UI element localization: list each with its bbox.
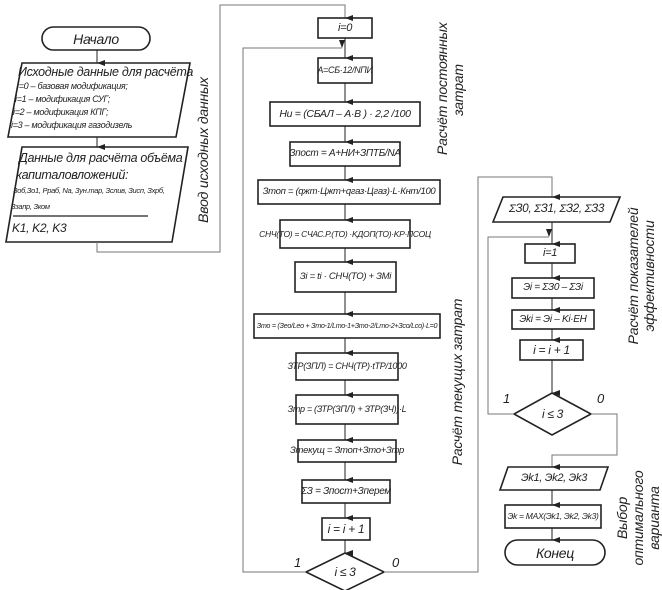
formula-zto: Зто = (Зео/Lео + Зто-1/Lто-1+Зто-2/Lто-2… — [256, 321, 438, 331]
increment-i-right: i = i + 1 — [533, 343, 570, 357]
section-eff-line: Расчёт показателей — [625, 207, 641, 345]
formula-a: A=CБ·12/NПИ — [317, 65, 373, 75]
input2-title: капиталовложений: — [16, 168, 129, 182]
section-eff-line: эффективности — [641, 220, 658, 332]
branch-yes-right: 1 — [503, 391, 511, 406]
formula-ztr: Зтр = (ЗТР(ЗПЛ) + ЗТР(ЗЧ))·L — [287, 404, 407, 414]
input2-vars: Зоб,Зо1, Pраб, Nа, Зун.тар, Зслив, Зисп,… — [13, 186, 165, 195]
start-terminator — [41, 26, 151, 51]
formula-sum: ΣЗ = Зпост+Зперем — [301, 485, 391, 497]
input1-line: i=1 – модификация СУГ; — [15, 94, 111, 104]
section-choice-line: оптимального — [630, 470, 647, 566]
section-input-text: Ввод исходных данных — [195, 77, 211, 223]
input2-result: K1, K2, K3 — [12, 221, 67, 235]
input-parallelogram-2 — [5, 146, 189, 243]
section-fixed-line: Расчёт постоянных — [434, 22, 450, 155]
formula-zi: Зi = ti · CНЧ(ТО) + ЗМi — [299, 271, 392, 283]
branch-no: 0 — [392, 555, 400, 570]
main-column-shapes — [242, 17, 560, 590]
formula-eki: Эki = Эi – Ki·EН — [519, 313, 587, 325]
section-current-label: Расчёт текущих затрат — [449, 287, 469, 477]
sums-output: ΣЗ0, ΣЗ1, ΣЗ2, ΣЗ3 — [508, 202, 605, 215]
section-input-label: Ввод исходных данных — [195, 60, 215, 240]
condition-label: i ≤ 3 — [334, 565, 356, 579]
right-column-shapes — [487, 196, 622, 566]
input2-vars: Ззапр, Зком — [11, 202, 50, 211]
connector — [96, 4, 353, 253]
formula-ztop: Зтоп = (qжт·Цжт+qгаз·Цгаз)·L·Кнт/100 — [262, 186, 436, 198]
section-current-text: Расчёт текущих затрат — [449, 298, 465, 466]
input-parallelogram-1 — [7, 62, 191, 138]
init-i0: i=0 — [337, 21, 353, 34]
formula-hi: Hи = (CБАЛ – A·B ) · 2,2 /100 — [279, 107, 411, 120]
input1-line: i=2 – модификация КПГ; — [13, 107, 109, 117]
input1-line: i=0 – базовая модификация; — [17, 81, 128, 91]
formula-max: Эk = MAX(Эk1, Эk2, Эk3) — [507, 511, 599, 522]
section-choice-line: Выбор — [614, 496, 630, 540]
formula-zpost: Зпост = A+HИ+ЗПТБ/NА — [289, 148, 401, 159]
input1-line: i=3 – модификация газодизель — [11, 120, 133, 130]
start-label: Начало — [73, 30, 119, 47]
condition-label-right: i ≤ 3 — [541, 407, 564, 421]
eks-output: Эk1, Эk2, Эk3 — [520, 472, 588, 484]
input1-title: Исходные данные для расчёта — [18, 65, 194, 79]
formula-ztek: Зтекущ = Зтоп+Зто+Зтр — [290, 445, 404, 457]
branch-no-right: 0 — [597, 391, 605, 406]
end-label: Конец — [535, 544, 575, 561]
branch-yes: 1 — [294, 555, 302, 570]
init-i1: i=1 — [542, 247, 558, 259]
increment-i: i = i + 1 — [327, 522, 365, 536]
input2-title: Данные для расчёта объёма — [19, 151, 183, 165]
formula-ei: Эi = ΣЗ0 – ΣЗi — [523, 282, 583, 293]
section-choice-line: варианта — [646, 486, 662, 550]
section-fixed-line: затрат — [450, 64, 467, 116]
formula-cnch: CНЧ(ТО) = CЧАС.Р.(ТО) ·KДОП(ТО)·KР·ПСОЦ — [259, 228, 431, 239]
formula-ztr-zpl: ЗТР(ЗПЛ) = CНЧ(ТР)·tТР/1000 — [287, 361, 407, 371]
